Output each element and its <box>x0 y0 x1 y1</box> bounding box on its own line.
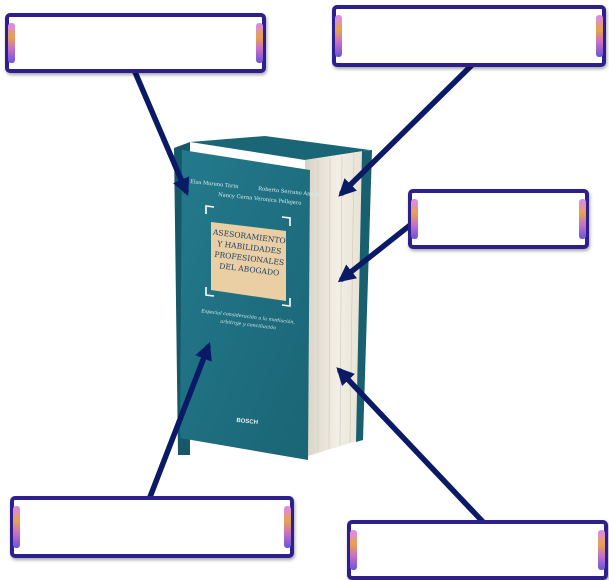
label-box-top-left[interactable] <box>5 13 266 73</box>
arrow-top-right <box>342 64 473 193</box>
label-box-top-right[interactable] <box>332 5 606 67</box>
label-box-bottom-right[interactable] <box>347 520 608 580</box>
arrow-top-left <box>135 72 186 191</box>
arrow-bottom-right <box>340 371 484 523</box>
label-box-bottom-left[interactable] <box>10 496 294 558</box>
label-box-middle-right[interactable] <box>408 189 589 249</box>
